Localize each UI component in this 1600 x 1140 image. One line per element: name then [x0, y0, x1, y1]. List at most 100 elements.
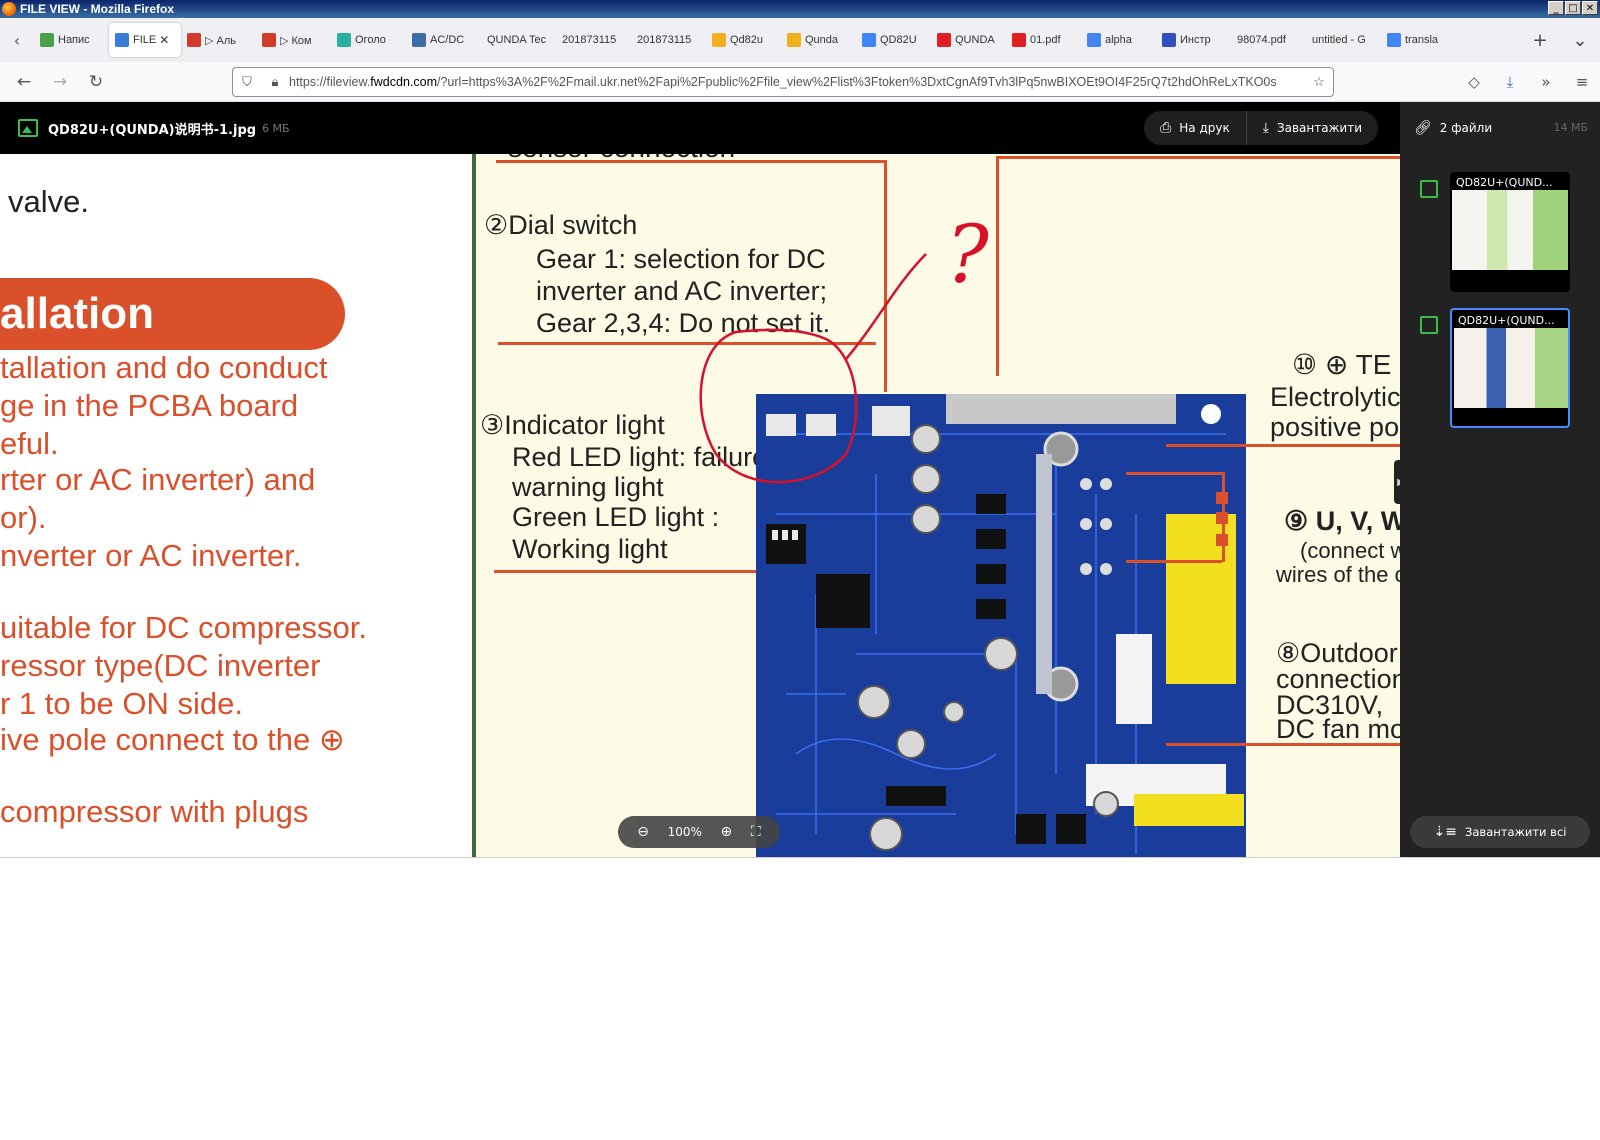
uvw-callout-line: (connect w: [1300, 538, 1400, 563]
pcb-board-image: [756, 394, 1246, 857]
tab-favicon-icon: [1012, 33, 1026, 47]
browser-tab[interactable]: 201873115: [631, 23, 706, 57]
thumbnail-image[interactable]: QD82U+(QUND...: [1450, 172, 1570, 292]
print-button[interactable]: ⎙На друк: [1160, 120, 1230, 136]
tab-label: Напис: [58, 34, 90, 46]
close-window-button[interactable]: ✕: [1582, 1, 1598, 15]
browser-tab[interactable]: Оголо: [331, 23, 406, 57]
doc-text-valve: valve.: [8, 184, 89, 219]
indicator-light-line: Red LED light: failure: [512, 442, 768, 472]
tab-label: untitled - G: [1312, 34, 1366, 46]
download-all-button[interactable]: ⇣≡ Завантажити всі: [1410, 816, 1590, 848]
tab-label: Qd82u: [730, 34, 764, 46]
page-divider: [472, 154, 476, 857]
bookmark-star-icon[interactable]: ☆: [1313, 74, 1325, 89]
browser-tab[interactable]: 201873115: [556, 23, 631, 57]
zoom-out-icon[interactable]: ⊖: [637, 824, 650, 840]
browser-tab[interactable]: alpha: [1081, 23, 1156, 57]
overflow-menu-icon[interactable]: »: [1541, 73, 1551, 91]
collapse-panel-icon[interactable]: ▶: [1394, 460, 1400, 504]
left-page-fragment: valve. allation tallation and do conduct…: [0, 154, 472, 857]
te-callout-line: positive pole: [1270, 412, 1400, 442]
shield-icon[interactable]: ⛉: [242, 74, 252, 89]
browser-tab[interactable]: Инстр: [1156, 23, 1231, 57]
indicator-light-line: warning light: [512, 472, 664, 502]
browser-tab[interactable]: ▷ Аль: [181, 23, 256, 57]
attachment-link-icon: 🔗︎: [1414, 120, 1432, 136]
indicator-light-title: ③Indicator light: [480, 410, 665, 440]
instruction-line: nverter or AC inverter.: [0, 538, 302, 573]
download-sort-icon: ⇣≡: [1433, 824, 1457, 840]
tab-label: 201873115: [637, 34, 692, 46]
browser-tab[interactable]: QD82U: [856, 23, 931, 57]
tab-label: ▷ Аль: [205, 34, 237, 47]
image-file-icon: [1420, 316, 1438, 334]
tab-label: QD82U: [880, 34, 917, 46]
dial-switch-title: ②Dial switch: [484, 210, 638, 240]
printer-icon: ⎙: [1160, 120, 1172, 136]
tab-scroll-left-icon[interactable]: ‹: [13, 30, 21, 50]
instruction-line: uitable for DC compressor.: [0, 610, 367, 645]
tab-label: QUNDA Tec: [487, 34, 547, 46]
file-thumbnail-1[interactable]: QD82U+(QUND...: [1400, 172, 1600, 292]
browser-tab[interactable]: 01.pdf: [1006, 23, 1081, 57]
browser-tab[interactable]: Qunda: [781, 23, 856, 57]
browser-tab[interactable]: AC/DC: [406, 23, 481, 57]
download-icon: ⤓: [1262, 120, 1269, 136]
app-menu-icon[interactable]: ≡: [1575, 73, 1589, 91]
sensor-connection-text: sensor connection: [508, 154, 735, 164]
downloads-icon[interactable]: ⤓: [1506, 73, 1514, 91]
image-viewer[interactable]: valve. allation tallation and do conduct…: [0, 154, 1400, 857]
tab-label: 98074.pdf: [1237, 34, 1286, 46]
browser-tab[interactable]: ▷ Ком: [256, 23, 331, 57]
browser-tab[interactable]: Qd82u: [706, 23, 781, 57]
browser-tab[interactable]: QUNDA: [931, 23, 1006, 57]
list-all-tabs-icon[interactable]: ⌄: [1572, 29, 1588, 51]
viewer-actions: ⎙На друк ⤓Завантажити: [1144, 111, 1378, 145]
maximize-button[interactable]: □: [1565, 1, 1581, 15]
fullscreen-icon[interactable]: ⛶: [750, 824, 761, 840]
back-icon[interactable]: ←: [16, 71, 32, 92]
browser-tab[interactable]: transla: [1381, 23, 1456, 57]
lock-icon[interactable]: 🔒︎: [271, 74, 279, 89]
outdoor-callout-line: DC fan mo: [1276, 714, 1400, 744]
download-button[interactable]: ⤓Завантажити: [1245, 111, 1378, 145]
browser-tab[interactable]: Напис: [34, 23, 109, 57]
window-titlebar: FILE VIEW - Mozilla Firefox _ □ ✕: [0, 0, 1600, 18]
minimize-button[interactable]: _: [1548, 1, 1564, 15]
tab-close-icon[interactable]: ✕: [159, 33, 170, 47]
tab-favicon-icon: [787, 33, 801, 47]
instruction-line: tallation and do conduct: [0, 350, 328, 385]
browser-tab[interactable]: FILE✕: [109, 23, 181, 57]
installation-banner: allation: [0, 278, 345, 350]
browser-tab[interactable]: 98074.pdf: [1231, 23, 1306, 57]
file-thumbnail-2[interactable]: QD82U+(QUND...: [1400, 308, 1600, 428]
file-list-header: 🔗︎ 2 файли 14 МБ: [1414, 120, 1588, 136]
instruction-line: r 1 to be ON side.: [0, 686, 243, 721]
tab-label: Инстр: [1180, 34, 1211, 46]
thumbnail-image-selected[interactable]: QD82U+(QUND...: [1450, 308, 1570, 428]
page-bottom-border: [0, 857, 1600, 858]
tab-favicon-icon: [712, 33, 726, 47]
tab-label: Оголо: [355, 34, 386, 46]
browser-tab[interactable]: untitled - G: [1306, 23, 1381, 57]
file-size: 6 МБ: [262, 121, 290, 135]
file-list-panel: 🔗︎ 2 файли 14 МБ QD82U+(QUND... QD82U+(Q…: [1400, 102, 1600, 857]
viewer-header: QD82U+(QUNDA)说明书-1.jpg 6 МБ ⎙На друк ⤓За…: [0, 102, 1400, 154]
reload-icon[interactable]: ↻: [88, 71, 104, 92]
te-callout-title: ⑩ ⊕ TE: [1292, 349, 1392, 380]
forward-icon[interactable]: →: [52, 71, 68, 92]
new-tab-icon[interactable]: +: [1532, 29, 1548, 51]
url-text[interactable]: https://fileview.fwdcdn.com/?url=https%3…: [289, 75, 1277, 89]
te-callout-line: Electrolytic c: [1270, 382, 1400, 412]
tab-favicon-icon: [262, 33, 276, 47]
indicator-light-line: Working light: [512, 534, 668, 564]
url-bar[interactable]: ⛉ 🔒︎ https://fileview.fwdcdn.com/?url=ht…: [232, 67, 1334, 97]
window-title: FILE VIEW - Mozilla Firefox: [20, 2, 175, 16]
window-controls: _ □ ✕: [1548, 1, 1598, 15]
zoom-in-icon[interactable]: ⊕: [720, 824, 733, 840]
red-annotation-drawing: ?: [699, 208, 990, 484]
pocket-icon[interactable]: ◇: [1468, 73, 1480, 91]
browser-tab[interactable]: QUNDA Tec: [481, 23, 556, 57]
instruction-line: ge in the PCBA board: [0, 388, 299, 423]
